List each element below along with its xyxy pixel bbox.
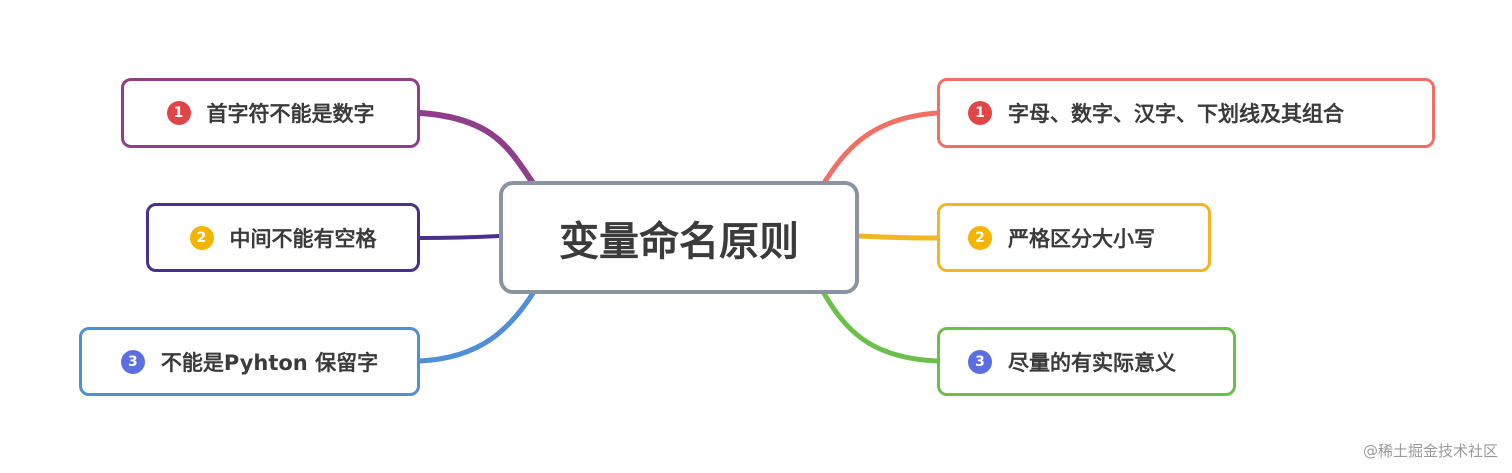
connector-left-1 <box>417 110 538 189</box>
branch-label: 中间不能有空格 <box>229 226 377 251</box>
number-badge-2-icon: 2 <box>189 225 214 250</box>
watermark: @稀土掘金技术社区 <box>1362 442 1498 460</box>
branch-right-3: 3 尽量的有实际意义 <box>937 327 1236 396</box>
number-badge-1-icon: 1 <box>968 101 992 125</box>
connector-left-3 <box>417 287 538 364</box>
number-badge-2-icon: 2 <box>968 225 992 250</box>
branch-left-1: 1 首字符不能是数字 <box>121 78 420 148</box>
number-badge-3-icon: 3 <box>120 349 145 374</box>
branch-left-3: 3 不能是Pyhton 保留字 <box>79 327 420 396</box>
central-topic: 变量命名原则 <box>499 181 859 294</box>
branch-label: 严格区分大小写 <box>1008 226 1155 251</box>
connector-left-2 <box>418 234 502 240</box>
branch-right-1: 1 字母、数字、汉字、下划线及其组合 <box>937 78 1435 148</box>
branch-left-2: 2 中间不能有空格 <box>146 203 420 272</box>
branch-label: 首字符不能是数字 <box>206 102 375 126</box>
connector-right-3 <box>819 287 940 364</box>
branch-label: 不能是Pyhton 保留字 <box>160 350 379 375</box>
connector-right-1 <box>819 110 940 189</box>
number-badge-3-icon: 3 <box>968 349 992 374</box>
branch-label: 尽量的有实际意义 <box>1008 350 1176 375</box>
number-badge-1-icon: 1 <box>166 101 191 125</box>
connector-right-2 <box>855 233 940 241</box>
branch-label: 字母、数字、汉字、下划线及其组合 <box>1008 102 1344 126</box>
branch-right-2: 2 严格区分大小写 <box>937 203 1211 272</box>
